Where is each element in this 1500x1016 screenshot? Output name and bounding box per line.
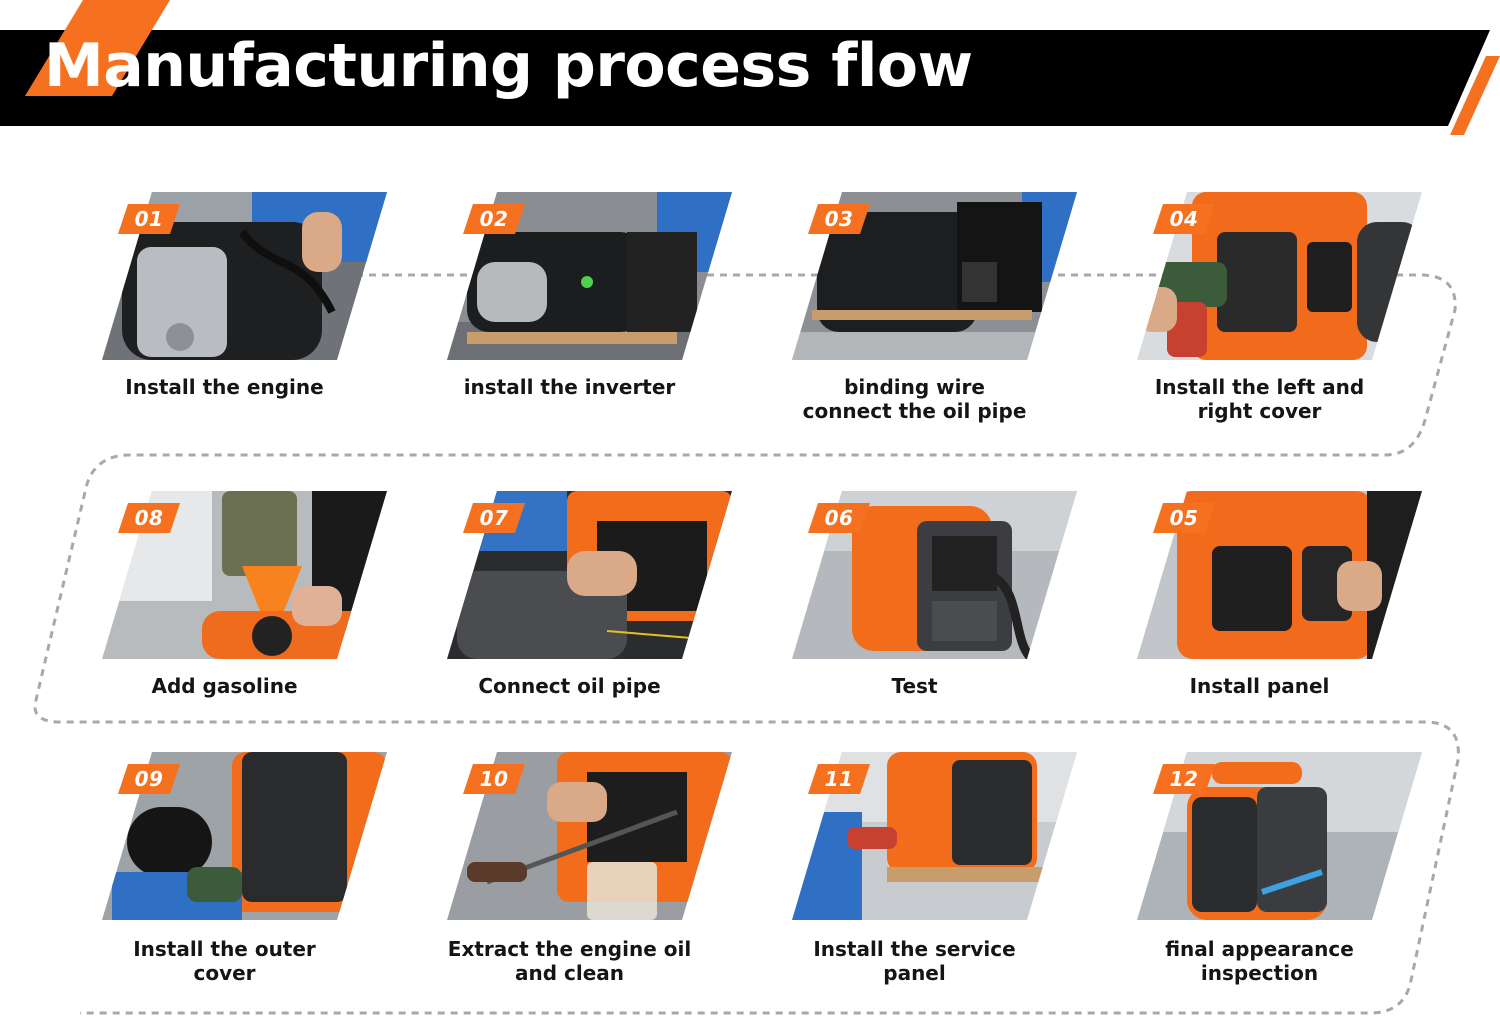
step-number-badge: 03 (808, 204, 870, 234)
step-number-badge: 04 (1153, 204, 1215, 234)
step-caption: binding wire connect the oil pipe (802, 375, 1027, 423)
step-photo (102, 752, 387, 920)
step-caption: Test (891, 674, 938, 698)
step-caption: Install the service panel (813, 937, 1016, 985)
step-caption: Extract the engine oil and clean (447, 937, 692, 985)
step-caption: install the inverter (463, 375, 676, 399)
step-number-badge: 01 (118, 204, 180, 234)
step-photo (792, 491, 1077, 659)
step-number-badge: 07 (463, 503, 525, 533)
step-caption: Install the outer cover (133, 937, 316, 985)
step-caption: Install the engine (125, 375, 324, 399)
step-number-badge: 06 (808, 503, 870, 533)
step-caption: Add gasoline (151, 674, 298, 698)
title-banner (0, 30, 1490, 126)
step-number-badge: 10 (463, 764, 525, 794)
step-number-badge: 12 (1153, 764, 1215, 794)
step-number-badge: 02 (463, 204, 525, 234)
step-photo (447, 192, 732, 360)
step-caption: Connect oil pipe (478, 674, 661, 698)
step-caption: Install the left and right cover (1154, 375, 1365, 423)
step-number-badge: 08 (118, 503, 180, 533)
page-title: Manufacturing process flow (44, 31, 973, 101)
step-number-badge: 09 (118, 764, 180, 794)
step-caption: Install panel (1189, 674, 1330, 698)
step-caption: final appearance inspection (1165, 937, 1354, 985)
step-number-badge: 05 (1153, 503, 1215, 533)
step-number-badge: 11 (808, 764, 870, 794)
